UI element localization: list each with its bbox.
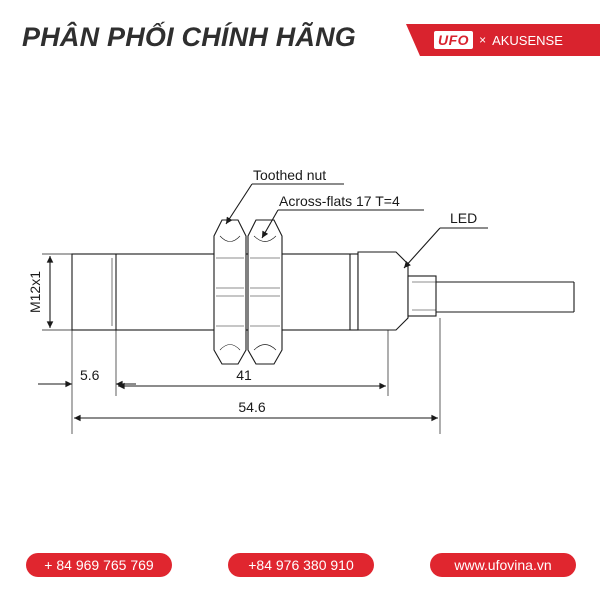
toothed-nut-label: Toothed nut xyxy=(253,167,326,183)
ufo-logo: UFO xyxy=(434,31,474,49)
brand-banner: UFO × AKUSENSE xyxy=(406,24,600,56)
extension-lines xyxy=(71,318,441,434)
website-link[interactable]: www.ufovina.vn xyxy=(430,553,576,577)
dimension-54-6-label: 54.6 xyxy=(238,399,265,415)
thread-label: M12x1 xyxy=(27,271,43,313)
partner-name: AKUSENSE xyxy=(492,32,563,48)
nut-leader-pointer xyxy=(225,183,253,225)
sensor-cable xyxy=(436,281,575,313)
drawing-canvas: Toothed nut Across-flats 17 T=4 LED M12x… xyxy=(27,167,575,434)
phone-contact-1[interactable]: + 84 969 765 769 xyxy=(26,553,172,577)
dimension-41-label: 41 xyxy=(236,367,252,383)
dimension-5-6-label: 5.6 xyxy=(80,367,100,383)
brand-row: UFO × AKUSENSE xyxy=(434,31,563,49)
led-label: LED xyxy=(450,210,477,226)
phone-contact-2[interactable]: +84 976 380 910 xyxy=(228,553,374,577)
led-leader-pointer xyxy=(403,227,441,269)
toothed-nut xyxy=(213,219,247,365)
flats-leader-pointer xyxy=(261,209,279,239)
page-title: PHÂN PHỐI CHÍNH HÃNG xyxy=(22,22,357,52)
across-flats-label: Across-flats 17 T=4 xyxy=(279,193,400,209)
thread-dimension xyxy=(42,253,72,331)
sensor-dimension-drawing: Toothed nut Across-flats 17 T=4 LED M12x… xyxy=(0,150,600,450)
sensor-rear-housing xyxy=(357,251,437,331)
hex-nut xyxy=(247,219,283,365)
brand-separator: × xyxy=(479,33,487,47)
